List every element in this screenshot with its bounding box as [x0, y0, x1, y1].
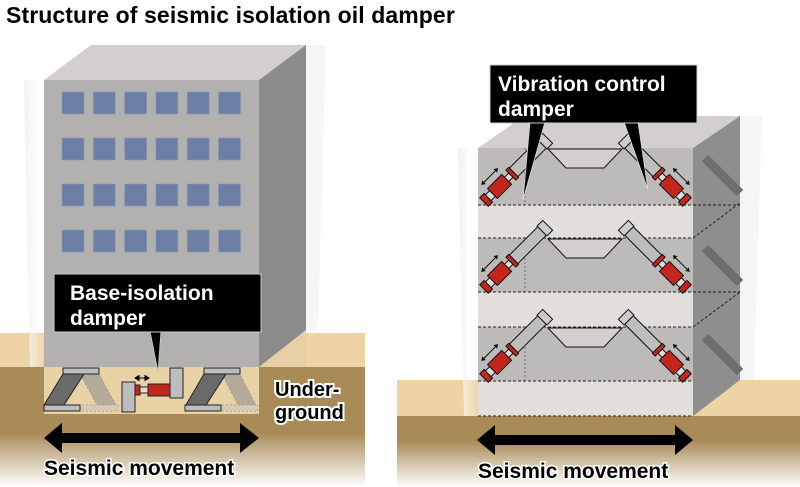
floor-slab	[478, 381, 693, 416]
windows	[61, 91, 241, 253]
window	[186, 229, 210, 253]
double-arrow-icon	[481, 344, 499, 362]
building-side-ground-shadow	[259, 330, 306, 367]
window	[218, 229, 241, 253]
building-shadow-right-right	[740, 116, 762, 380]
window	[186, 183, 210, 207]
window	[61, 137, 85, 161]
double-arrow-icon	[481, 168, 499, 186]
window	[93, 183, 116, 207]
seismic-movement-label-left: Seismic movement	[44, 457, 234, 480]
base-isolation-callout: Base-isolation damper	[53, 273, 262, 373]
window	[61, 229, 85, 253]
window	[124, 137, 147, 161]
window	[61, 183, 85, 207]
seismic-movement-label-right: Seismic movement	[478, 460, 668, 483]
window	[155, 183, 179, 207]
double-arrow-icon	[672, 255, 690, 273]
vibration-damper	[479, 219, 554, 294]
base-isolation-label-line2: damper	[70, 307, 146, 330]
window	[218, 91, 241, 115]
building-shadow-right	[306, 45, 326, 330]
stories	[478, 132, 744, 417]
side-brace-shadow	[701, 244, 744, 287]
building-shadow-right-left	[458, 148, 478, 416]
underground-right	[397, 416, 800, 487]
window	[124, 91, 147, 115]
seismic-movement-arrow-right	[477, 425, 693, 455]
bracket	[546, 148, 624, 169]
bracket	[546, 327, 624, 348]
window	[186, 91, 210, 115]
vibration-damper	[617, 308, 692, 383]
bracket	[546, 238, 624, 259]
window	[124, 229, 147, 253]
vibration-control-label-line2: damper	[498, 98, 574, 121]
right-panel: Vibration control damper Seismic movemen…	[397, 64, 800, 487]
underground-label-line1: Under-	[275, 379, 339, 401]
building2-front-face	[478, 148, 693, 416]
window	[93, 137, 116, 161]
seismic-movement-arrow-left	[44, 423, 259, 453]
side-brace-shadow	[701, 154, 744, 197]
story	[478, 308, 744, 417]
isolation-bearing-left	[43, 367, 119, 412]
vibration-control-label-line1: Vibration control	[498, 73, 666, 96]
base-isolation-label-line1: Base-isolation	[70, 282, 214, 305]
floor-slab	[478, 205, 693, 238]
vibration-control-callout: Vibration control damper	[489, 64, 698, 201]
vibration-damper	[617, 219, 692, 294]
double-arrow-icon	[672, 344, 690, 362]
window	[93, 91, 116, 115]
window	[93, 229, 116, 253]
window	[218, 183, 241, 207]
building-side-face	[259, 45, 306, 367]
building-shadow	[24, 80, 44, 367]
double-arrow-icon	[672, 168, 690, 186]
double-arrow-icon	[134, 374, 150, 382]
double-arrow-icon	[481, 255, 499, 273]
side-brace-shadow	[701, 333, 744, 376]
building-top-face	[44, 45, 306, 80]
vibration-damper	[479, 308, 554, 383]
window	[124, 183, 147, 207]
window	[155, 91, 179, 115]
underground-label-line2: ground	[275, 402, 344, 424]
window	[186, 137, 210, 161]
page-title: Structure of seismic isolation oil dampe…	[6, 2, 455, 28]
window	[61, 91, 85, 115]
isolation-bearing-right	[184, 367, 259, 412]
window	[155, 137, 179, 161]
base-isolation-damper	[121, 367, 184, 413]
floor-slab	[478, 292, 693, 327]
window	[155, 229, 179, 253]
window	[218, 137, 241, 161]
left-panel: Base-isolation damper Under- ground Seis…	[0, 45, 365, 487]
story	[478, 219, 744, 328]
underground-label: Under- ground	[273, 377, 346, 426]
